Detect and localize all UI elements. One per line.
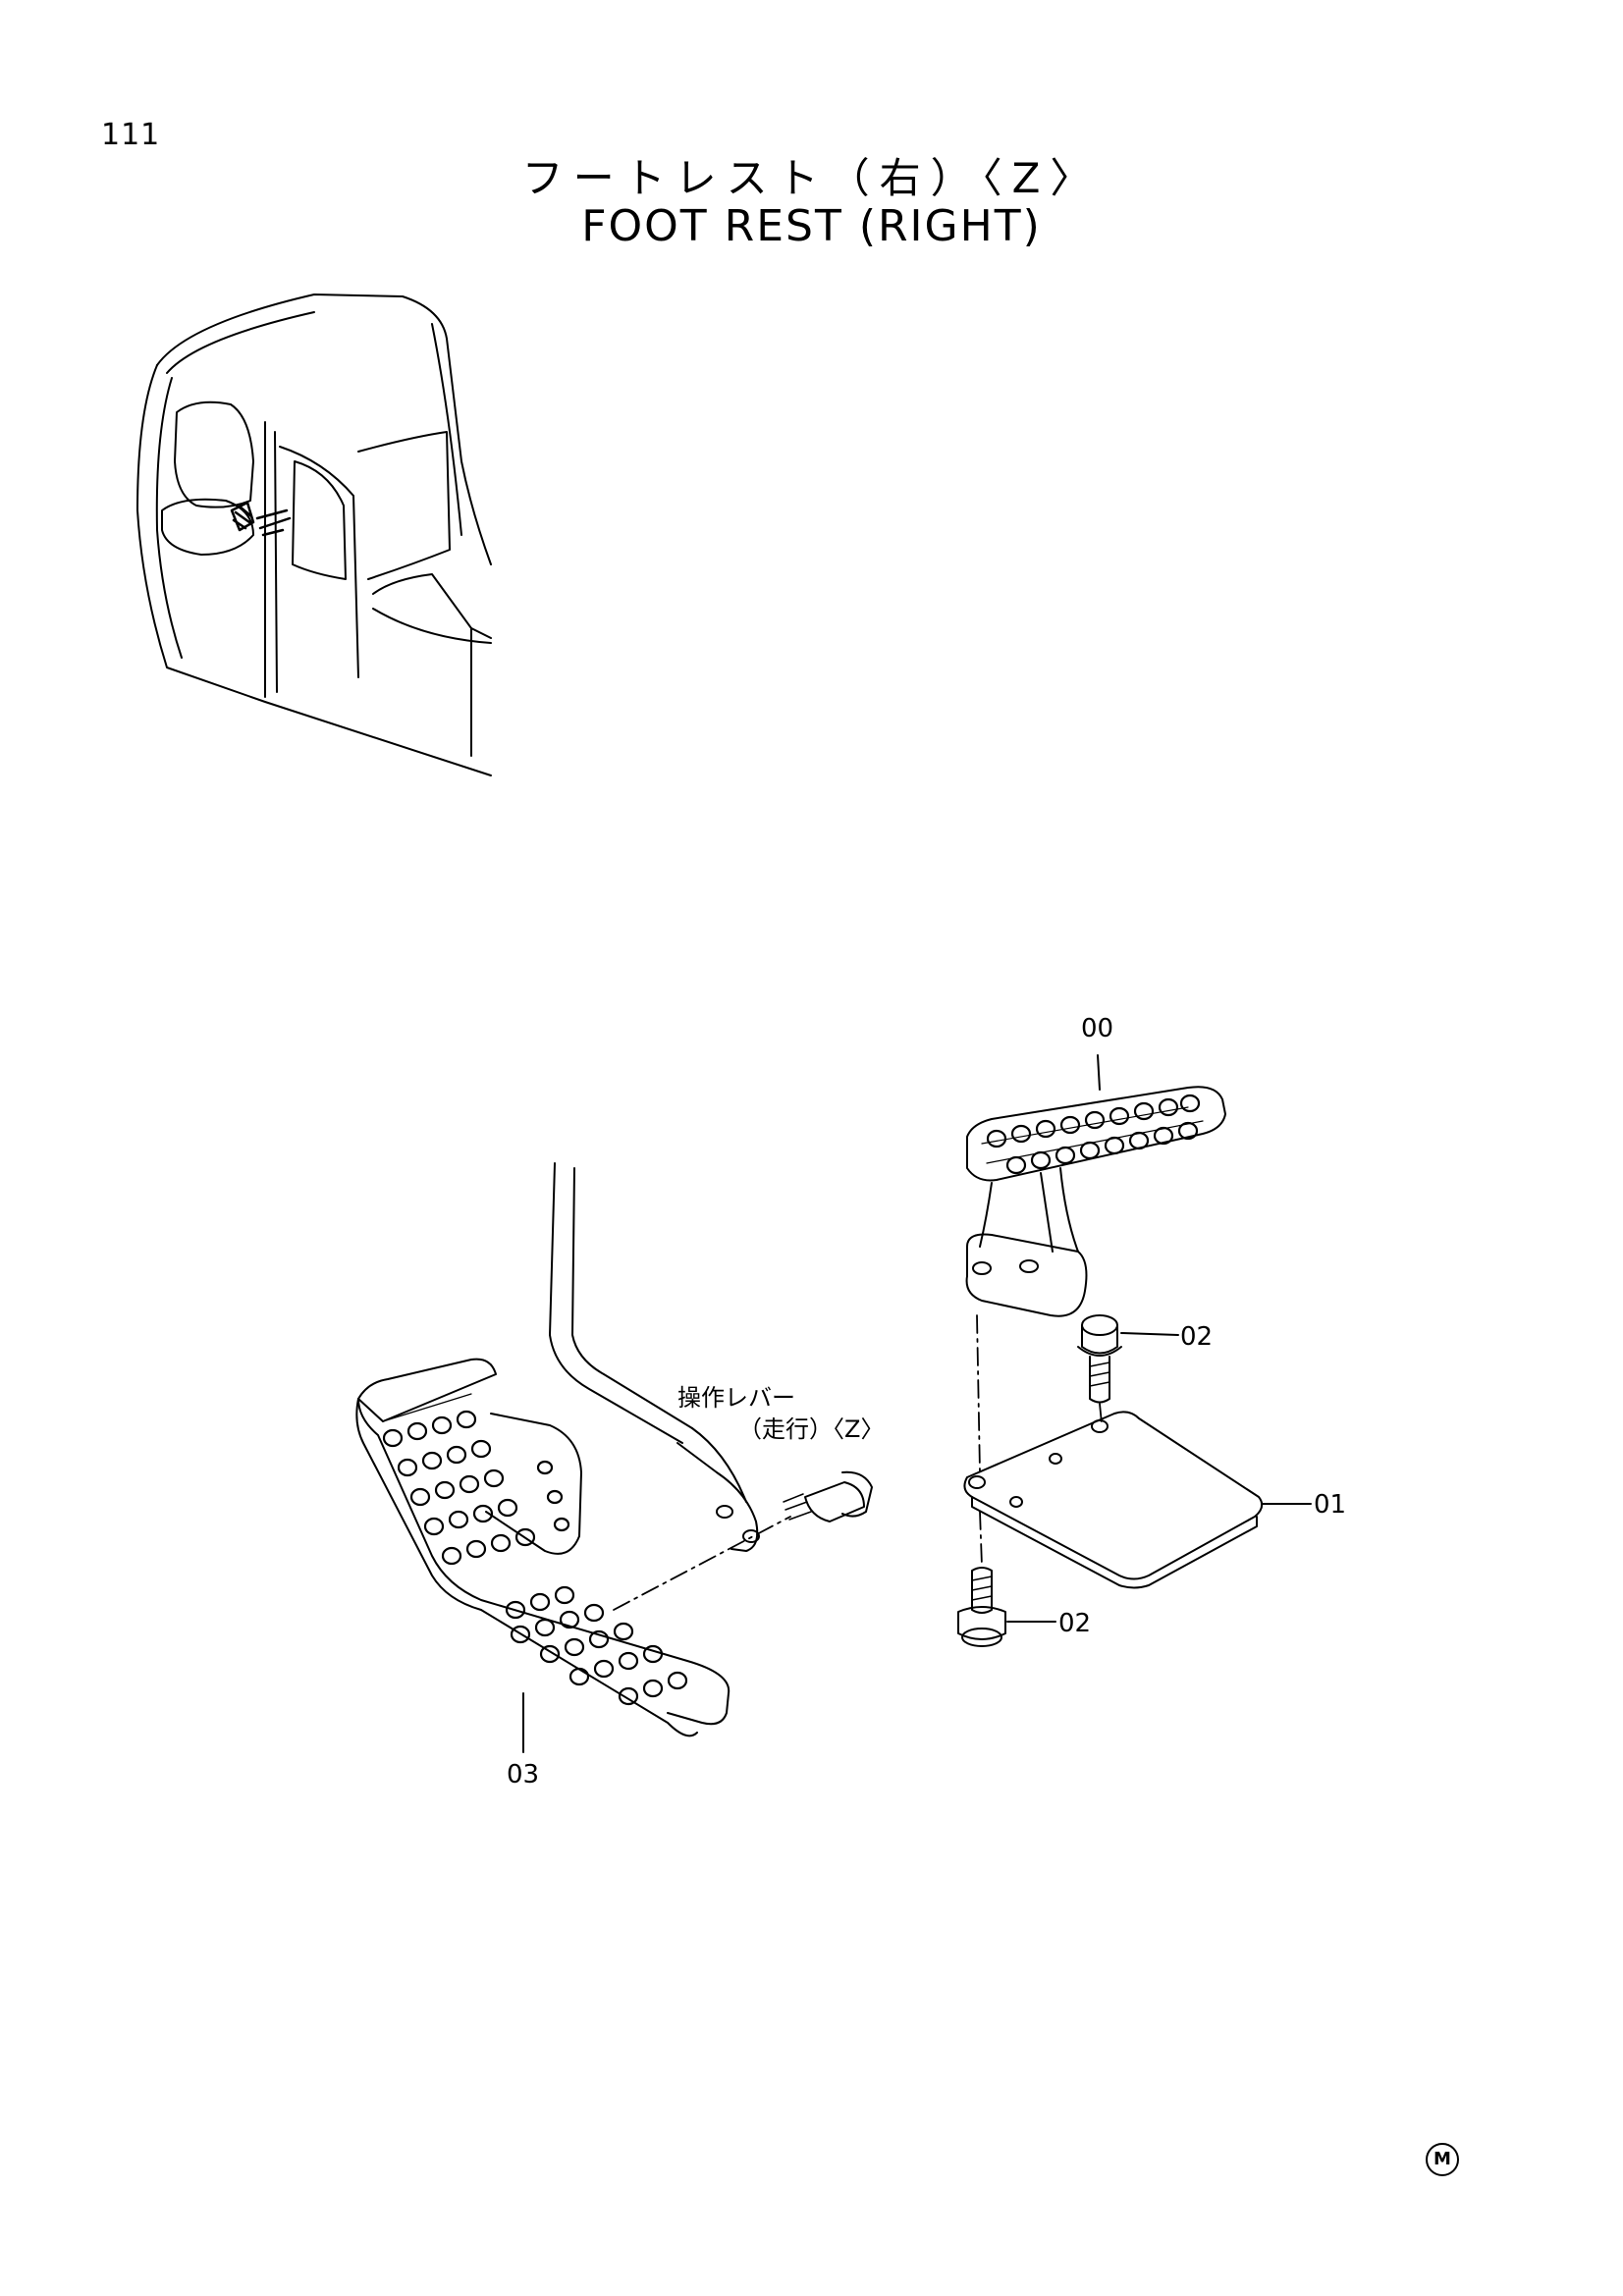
title-english: FOOT REST (RIGHT) — [581, 201, 1042, 251]
cab-location-illustration — [136, 294, 492, 776]
leader-02-upper — [1120, 1332, 1179, 1336]
callout-00: 00 — [1081, 1014, 1113, 1043]
callout-03: 03 — [507, 1760, 539, 1789]
part-03-flange — [485, 1413, 582, 1555]
lever-bolt — [783, 1470, 873, 1522]
assembly-line-pedal — [613, 1516, 791, 1611]
leader-00 — [1097, 1054, 1101, 1091]
part-02-bolt-upper — [1077, 1314, 1122, 1404]
callout-02-lower: 02 — [1058, 1609, 1091, 1638]
part-00-pad — [966, 1086, 1226, 1182]
cab-window-door — [292, 460, 347, 580]
manual-mark-icon: M — [1426, 2143, 1459, 2176]
travel-lever — [549, 1162, 760, 1552]
part-00-foot-rest — [965, 1086, 1226, 1317]
callout-01: 01 — [1314, 1490, 1346, 1520]
travel-lever-clevis — [676, 1442, 759, 1552]
lever-label-line2: （走行）〈Z〉 — [738, 1415, 884, 1443]
title-japanese: フートレスト（右）〈Z〉 — [521, 154, 1102, 202]
cab-door — [279, 446, 359, 678]
lever-label-line1: 操作レバー — [677, 1384, 795, 1412]
cab-window-lower — [161, 498, 254, 556]
cab-window-front — [174, 400, 254, 508]
cab-body — [136, 364, 492, 776]
callout-02-upper: 02 — [1180, 1322, 1213, 1352]
part-02-bolt-lower — [957, 1567, 1006, 1647]
cab-roof — [156, 294, 448, 366]
part-03-pedal — [355, 1358, 730, 1737]
assembly-line-base — [976, 1314, 981, 1473]
page-number: 111 — [101, 118, 161, 152]
part-01-plate — [963, 1411, 1264, 1589]
part-00-base — [965, 1233, 1088, 1317]
